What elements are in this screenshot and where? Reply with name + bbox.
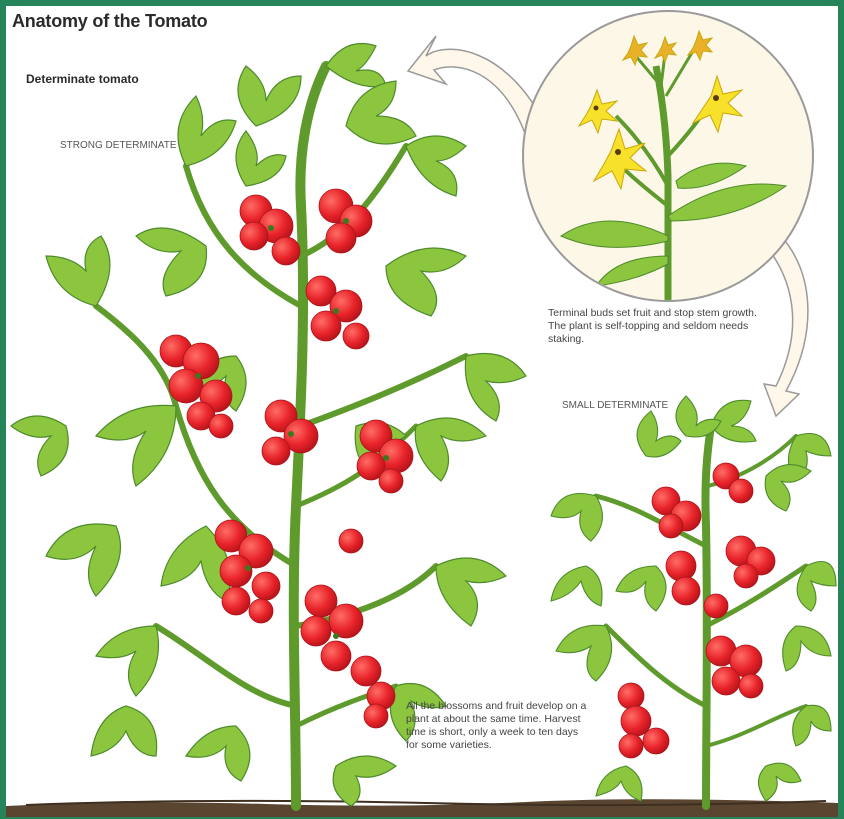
blossom-inset: [523, 11, 813, 301]
page-title: Anatomy of the Tomato: [12, 11, 207, 32]
strong-determinate-label: STRONG DETERMINATE: [60, 140, 180, 152]
small-determinate-plant: [551, 396, 836, 806]
strong-determinate-plant: [11, 44, 526, 807]
small-plant-fruit: [618, 463, 775, 758]
illustration-panel: Anatomy of the Tomato Determinate tomato…: [6, 6, 838, 817]
tomato-illustration: [6, 6, 838, 817]
arrow-to-small-plant: [764, 236, 808, 416]
arrow-to-inset: [408, 36, 546, 136]
blossoms-note: All the blossoms and fruit develop on a …: [406, 700, 591, 752]
small-determinate-label: SMALL DETERMINATE: [562, 400, 668, 411]
subtitle: Determinate tomato: [26, 72, 146, 87]
terminal-buds-note: Terminal buds set fruit and stop stem gr…: [548, 307, 763, 346]
